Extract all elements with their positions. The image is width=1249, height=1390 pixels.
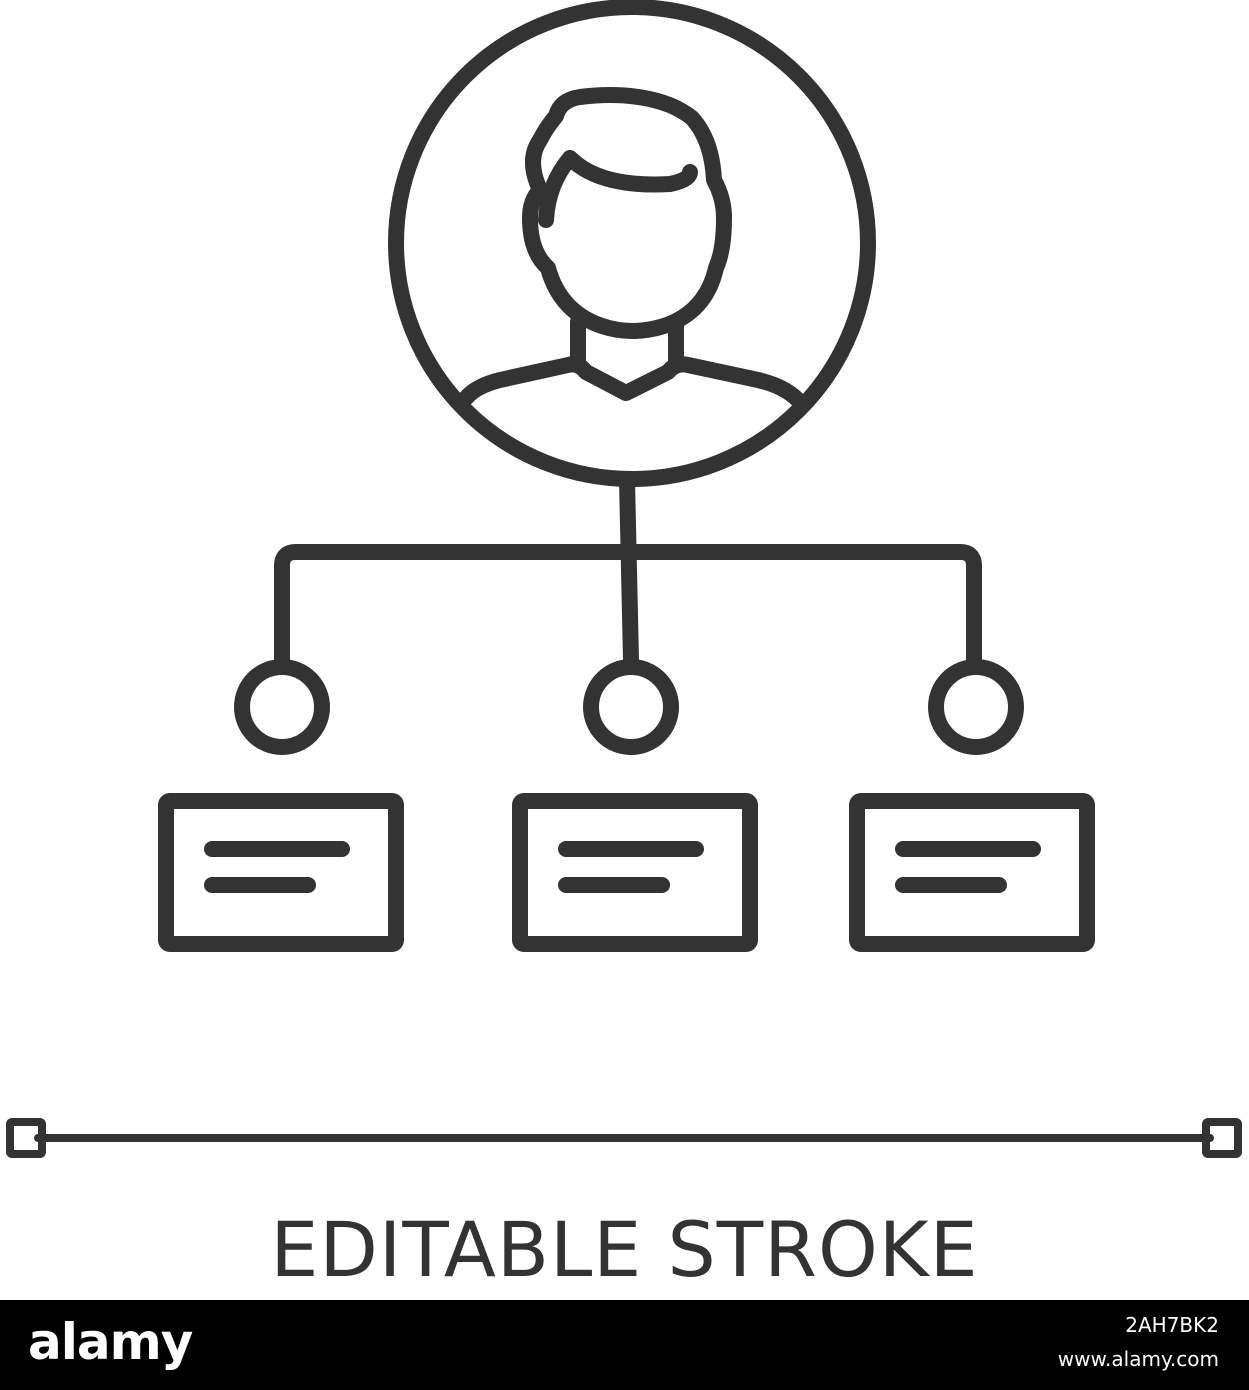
- site-url[interactable]: www.alamy.com: [1057, 1347, 1219, 1371]
- connector-branch: [274, 544, 982, 668]
- image-id: 2AH7BK2: [1125, 1313, 1219, 1337]
- brand-logo[interactable]: alamy: [28, 1313, 193, 1371]
- user-avatar-icon: [388, 0, 876, 487]
- circle-node-icon: [234, 659, 330, 755]
- avatar-shoulders: [458, 356, 806, 408]
- hierarchy-connectors: [274, 472, 982, 668]
- stroke-width-indicator-icon: [6, 1118, 1242, 1158]
- illustration-canvas: [6, 0, 1242, 1158]
- text-card-icon: [849, 793, 1095, 952]
- avatar-circle: [388, 0, 876, 487]
- circle-node-icon: [583, 659, 679, 755]
- connector-trunk: [619, 472, 639, 668]
- avatar-head: [522, 87, 732, 339]
- watermark-footer: alamy 2AH7BK2 www.alamy.com: [0, 1300, 1249, 1390]
- text-card-icon: [158, 793, 404, 952]
- caption-editable-stroke: EDITABLE STROKE: [270, 1205, 979, 1294]
- text-card-icon: [512, 793, 758, 952]
- circle-node-icon: [928, 659, 1024, 755]
- avatar-hair-fringe: [538, 150, 698, 228]
- org-chart-illustration: [6, 0, 1242, 1158]
